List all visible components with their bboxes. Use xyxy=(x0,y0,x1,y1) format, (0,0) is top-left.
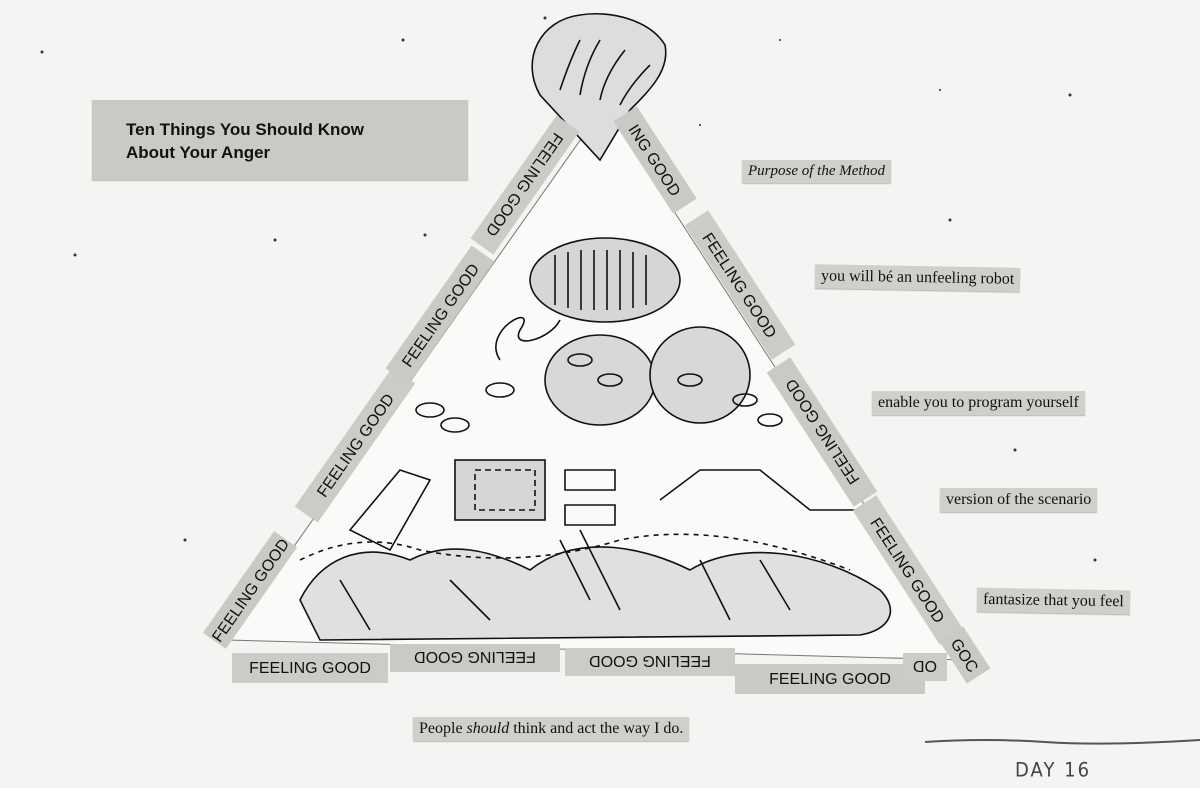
clipping-robot: you will bé an unfeeling robot xyxy=(814,264,1021,292)
ink-specks xyxy=(40,16,1097,562)
feeling-good-strip: FEELING GOOD xyxy=(232,653,388,683)
clipping-program: enable you to program yourself xyxy=(872,391,1085,415)
svg-text:FEELING GOOD: FEELING GOOD xyxy=(769,671,891,688)
clipping-text: think and act the way I do. xyxy=(509,720,684,737)
svg-text:FEELING GOOD: FEELING GOOD xyxy=(249,660,371,677)
feeling-good-strip: FEELING GOOD xyxy=(565,648,735,676)
title-line: About Your Anger xyxy=(126,143,271,162)
clipping-fantasize: fantasize that you feel xyxy=(976,587,1131,615)
clipping-people: People should think and act the way I do… xyxy=(413,717,690,741)
clipping-scenario: version of the scenario xyxy=(940,488,1098,512)
feeling-good-strip: FEELING GOOD xyxy=(735,664,925,694)
svg-text:FEELING GOOD: FEELING GOOD xyxy=(589,652,711,669)
svg-text:FEELING GOOD: FEELING GOOD xyxy=(414,648,536,665)
title-clipping: Ten Things You Should Know About Your An… xyxy=(92,100,468,180)
clipping-purpose: Purpose of the Method xyxy=(742,160,892,183)
feeling-good-strip: FEELING GOOD xyxy=(390,644,560,672)
handwritten-day-label: DAY 16 xyxy=(1015,758,1092,783)
title-line: Ten Things You Should Know xyxy=(126,120,364,139)
feeling-good-strip: OD xyxy=(903,653,947,681)
svg-text:OD: OD xyxy=(913,657,937,674)
torn-edge xyxy=(924,739,1200,745)
ink-drawing xyxy=(299,12,911,641)
clipping-emphasis: should xyxy=(466,720,510,737)
clipping-text: People xyxy=(419,720,467,737)
